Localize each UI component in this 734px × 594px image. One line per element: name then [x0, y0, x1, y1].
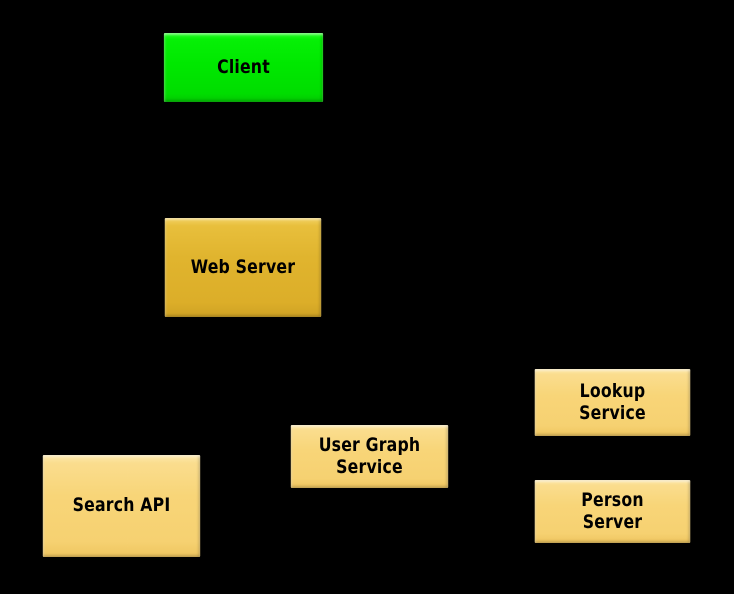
node-web-server[interactable]: Web Server [164, 218, 322, 317]
node-user-graph-service-label: User Graph Service [318, 434, 421, 478]
node-client[interactable]: Client [163, 33, 324, 102]
node-web-server-label: Web Server [190, 255, 296, 278]
node-person-server-label: Person Server [581, 489, 644, 533]
node-user-graph-service[interactable]: User Graph Service [290, 425, 449, 488]
node-lookup-service[interactable]: Lookup Service [534, 369, 691, 436]
node-client-label: Client [217, 55, 270, 78]
node-lookup-service-label: Lookup Service [579, 380, 646, 424]
node-person-server[interactable]: Person Server [534, 480, 691, 543]
node-search-api-label: Search API [72, 494, 171, 517]
node-search-api[interactable]: Search API [42, 455, 201, 557]
